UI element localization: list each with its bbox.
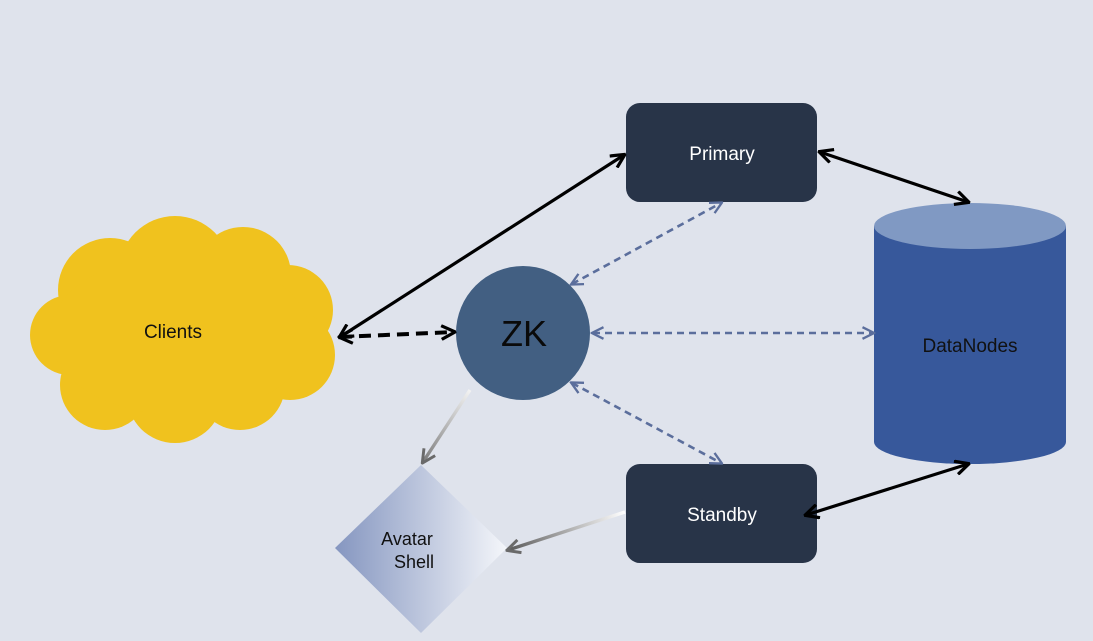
clients-cloud: Clients	[30, 216, 335, 443]
zk-primary-link	[572, 203, 721, 284]
zk-label: ZK	[501, 313, 547, 354]
standby-label: Standby	[687, 505, 757, 526]
standby-datanodes-link	[806, 464, 968, 515]
avatar-shell-label-line2: Shell	[394, 552, 434, 572]
zk-shell-link	[423, 389, 472, 462]
primary-node: Primary	[626, 103, 817, 202]
clients-label: Clients	[144, 322, 202, 343]
primary-label: Primary	[689, 144, 755, 165]
avatar-shell-label-line1: Avatar	[381, 529, 433, 549]
datanodes-label: DataNodes	[922, 336, 1017, 357]
zk-standby-link	[572, 383, 721, 463]
primary-datanodes-link	[820, 152, 968, 202]
clients-zk-link	[340, 332, 454, 337]
clients-primary-link	[340, 155, 624, 337]
datanodes-cylinder: DataNodes	[874, 203, 1066, 464]
zk-node: ZK	[456, 266, 590, 400]
avatar-shell-node: Avatar Shell	[335, 465, 507, 633]
standby-shell-link	[508, 510, 626, 550]
standby-node: Standby	[626, 464, 817, 563]
